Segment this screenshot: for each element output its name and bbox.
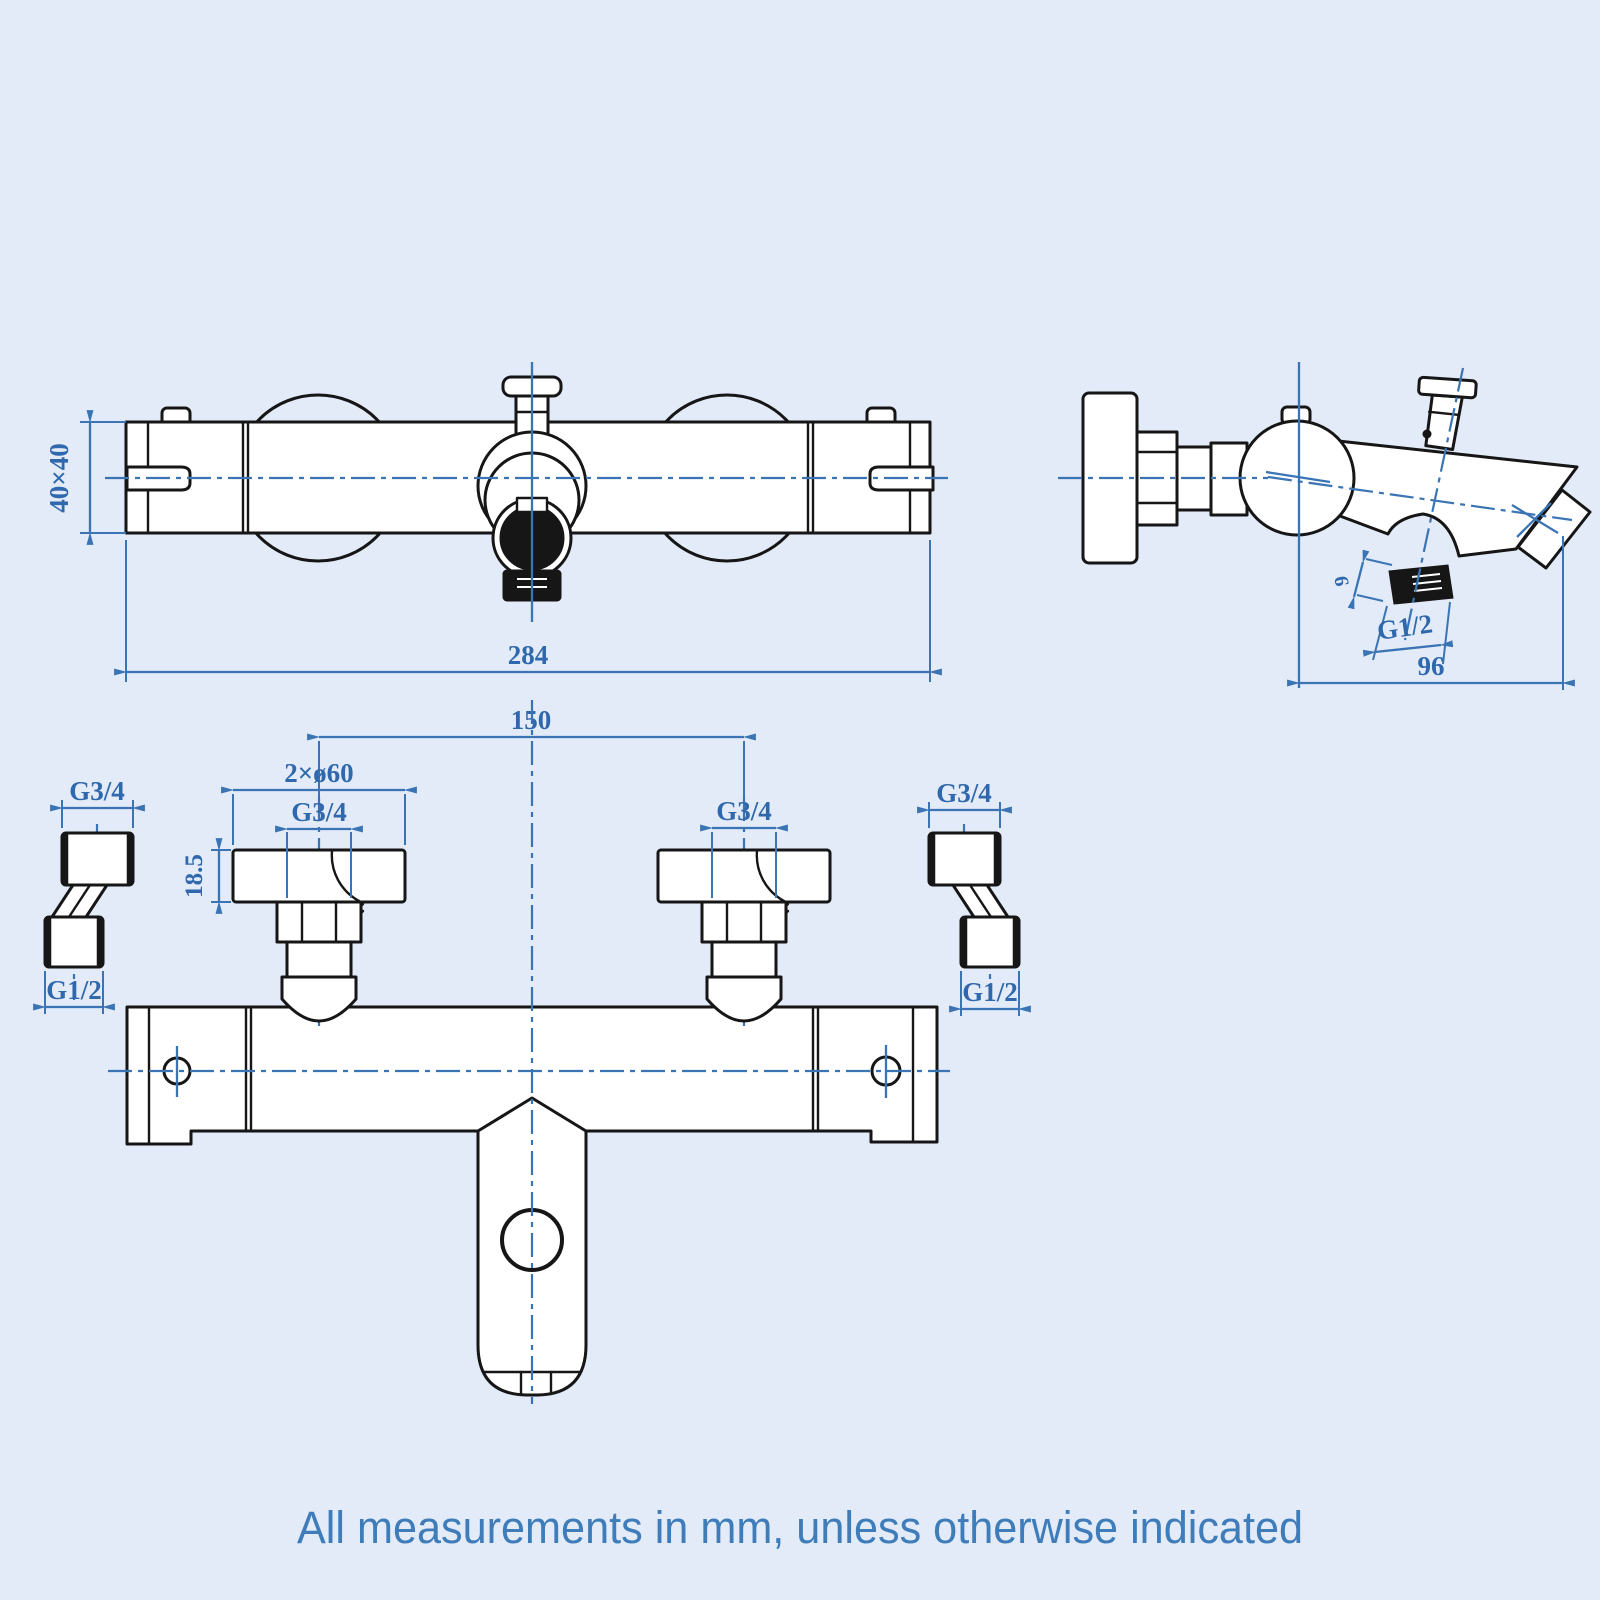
install-centerlines bbox=[108, 700, 950, 1404]
dim-union-right-label: G3/4 bbox=[716, 796, 772, 826]
right-union-tail bbox=[710, 940, 778, 979]
left-union-tail bbox=[285, 940, 353, 979]
dim-escutcheon: 2×ø60 bbox=[221, 758, 417, 845]
right-wall-union bbox=[656, 797, 832, 1030]
right-adapter-bottom-block bbox=[959, 915, 1021, 969]
outlet-thread-side bbox=[1388, 564, 1454, 605]
front-view: 40×40 284 bbox=[44, 362, 948, 682]
front-dim-height: 40×40 bbox=[44, 410, 126, 545]
dim-thread-length-label: 9 bbox=[1330, 574, 1353, 588]
diverter-knob-side bbox=[1417, 375, 1478, 400]
side-dim-thread-length: 9 bbox=[1330, 549, 1393, 610]
dim-plate-thickness: 18.5 bbox=[181, 838, 231, 914]
left-adapter-bottom-block bbox=[43, 915, 105, 969]
dim-plate-thickness-label: 18.5 bbox=[181, 854, 208, 898]
dim-adapter-left-bottom-label: G1/2 bbox=[46, 975, 102, 1005]
dim-adapter-right-top-label: G3/4 bbox=[936, 778, 992, 808]
right-union-dome bbox=[705, 975, 783, 1023]
diverter-front bbox=[476, 362, 588, 622]
side-view: 9 G1/2 96 bbox=[1058, 362, 1592, 690]
set-screw-dot bbox=[1422, 429, 1432, 439]
installation-view: G3/4 G1/2 G3/4 G1/2 150 bbox=[33, 700, 1031, 1404]
diverter-side bbox=[1417, 375, 1478, 452]
dim-escutcheon-label: 2×ø60 bbox=[284, 758, 353, 788]
dim-union-right: G3/4 bbox=[700, 796, 788, 898]
spout-outlet-side bbox=[1516, 488, 1592, 570]
left-union-dome bbox=[280, 975, 358, 1023]
left-wall-union bbox=[231, 797, 407, 1030]
left-offset-adapter: G3/4 G1/2 bbox=[33, 776, 145, 1014]
dim-width-label: 284 bbox=[508, 640, 549, 670]
valve-body-side bbox=[1318, 437, 1579, 558]
left-union-nut bbox=[275, 900, 363, 944]
dim-adapter-right-bottom-label: G1/2 bbox=[962, 977, 1018, 1007]
units-note: All measurements in mm, unless otherwise… bbox=[296, 1502, 1304, 1553]
dim-height-label: 40×40 bbox=[44, 443, 74, 512]
dim-union-left-label: G3/4 bbox=[291, 797, 347, 827]
mixer-bar-section-lines bbox=[147, 1005, 915, 1146]
right-union-nut bbox=[700, 900, 788, 944]
right-adapter-top-block bbox=[927, 831, 1002, 887]
right-escutcheon-plate bbox=[656, 848, 832, 904]
left-adapter-top-block bbox=[60, 831, 135, 887]
front-dim-width: 284 bbox=[114, 540, 942, 682]
dim-depth-label: 96 bbox=[1418, 651, 1445, 681]
dim-union-left: G3/4 bbox=[275, 797, 363, 898]
left-escutcheon-plate bbox=[231, 848, 407, 904]
dim-adapter-left-top-label: G3/4 bbox=[69, 776, 125, 806]
side-centerlines bbox=[1058, 362, 1573, 688]
right-offset-adapter: G3/4 G1/2 bbox=[917, 778, 1031, 1016]
side-dim-depth: 96 bbox=[1287, 536, 1575, 690]
